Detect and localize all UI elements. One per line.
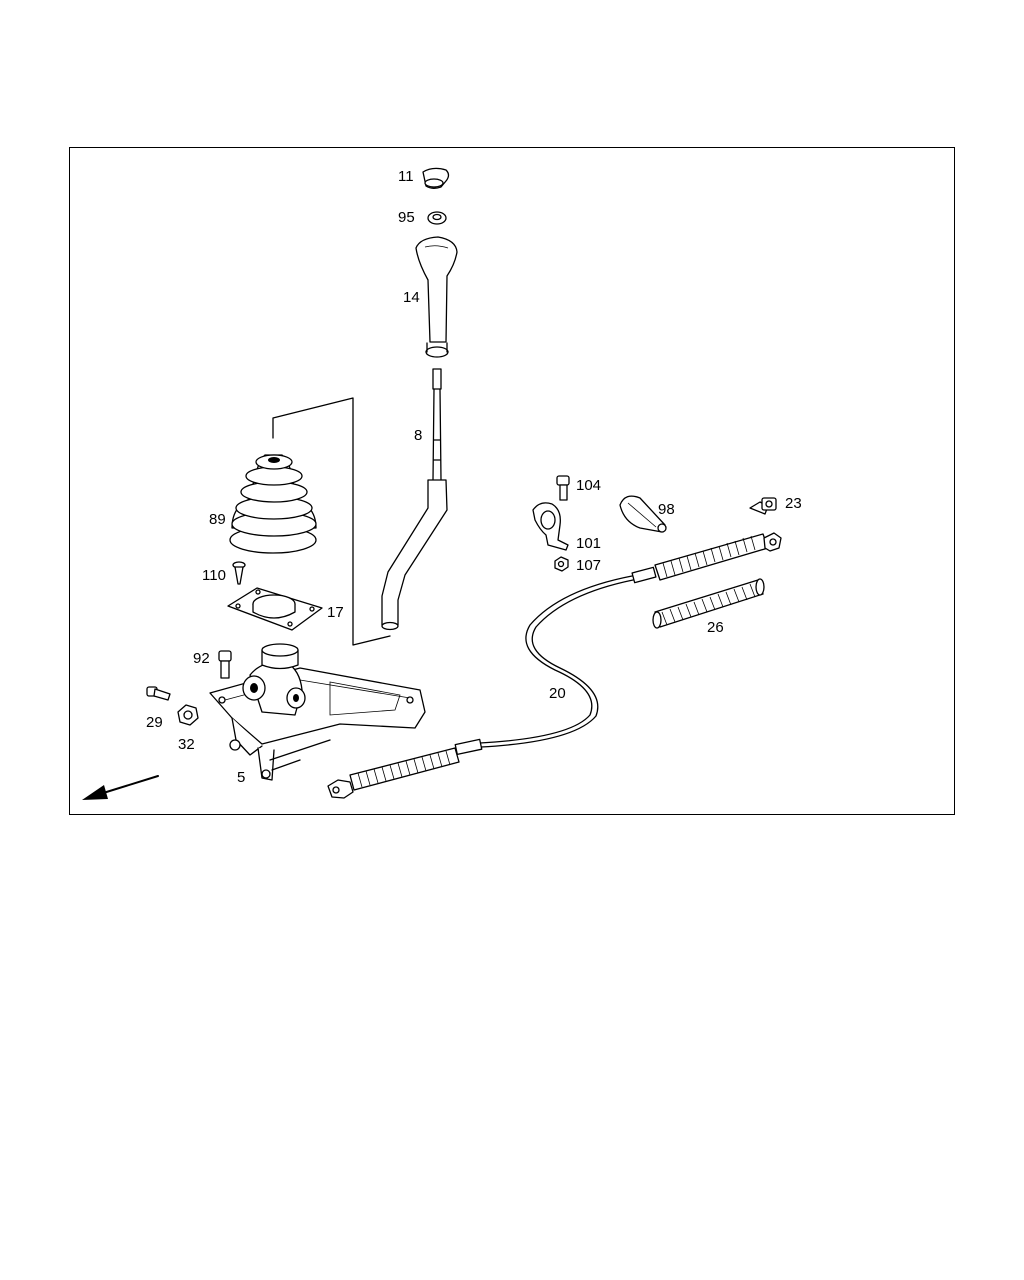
part-107-nut (554, 556, 569, 572)
callout-32: 32 (178, 736, 195, 753)
callout-92: 92 (193, 650, 210, 667)
part-110-screw (232, 561, 246, 585)
callout-110: 110 (202, 567, 226, 584)
callout-98: 98 (658, 501, 675, 518)
callout-11: 11 (398, 168, 414, 185)
diagram-frame (69, 147, 955, 815)
callout-17: 17 (327, 604, 344, 621)
part-20-cable (327, 532, 782, 799)
part-14-knob (415, 236, 458, 358)
part-95-ring (427, 211, 447, 225)
part-98-clip (619, 495, 667, 533)
part-26-boot (652, 578, 765, 629)
callout-20: 20 (549, 685, 566, 702)
part-92-bolt (218, 650, 232, 679)
callout-89: 89 (209, 511, 226, 528)
callout-104: 104 (576, 477, 601, 494)
part-29-bolt (146, 686, 171, 701)
direction-arrow-icon (82, 775, 159, 800)
part-89-boot (229, 454, 317, 554)
part-104-bolt (556, 475, 570, 501)
part-17-plate (227, 587, 323, 631)
callout-26: 26 (707, 619, 724, 636)
part-32-nut (177, 704, 199, 726)
callout-5: 5 (237, 769, 245, 786)
callout-14: 14 (403, 289, 420, 306)
leader-bracket (272, 397, 391, 646)
part-101-clamp (532, 502, 569, 551)
part-8-lever (381, 368, 448, 631)
callout-23: 23 (785, 495, 802, 512)
part-11-cap (422, 167, 450, 189)
part-23-screw (749, 497, 777, 515)
part-5-housing (209, 643, 426, 781)
callout-29: 29 (146, 714, 163, 731)
callout-101: 101 (576, 535, 601, 552)
callout-95: 95 (398, 209, 415, 226)
callout-107: 107 (576, 557, 601, 574)
callout-8: 8 (414, 427, 422, 444)
